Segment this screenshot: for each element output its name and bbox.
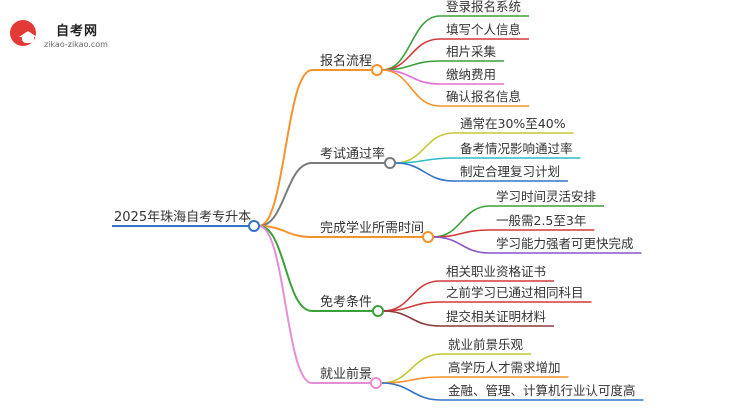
leaf-label: 缴纳费用 bbox=[446, 67, 496, 82]
leaf-label: 相关职业资格证书 bbox=[446, 264, 546, 279]
branch-toggle-node[interactable] bbox=[371, 64, 383, 76]
leaf-label: 之前学习已通过相同科目 bbox=[446, 285, 584, 300]
branch-link bbox=[258, 225, 313, 384]
branch-label: 报名流程 bbox=[320, 53, 372, 69]
branch-toggle-node[interactable] bbox=[384, 157, 396, 169]
logo-name: 自考网 bbox=[56, 24, 99, 39]
leaf-label: 相片采集 bbox=[446, 44, 497, 59]
leaf-link bbox=[432, 205, 491, 238]
leaf-link bbox=[380, 382, 443, 401]
branch-link bbox=[258, 225, 313, 312]
leaf-link bbox=[394, 157, 455, 164]
branch-toggle-node[interactable] bbox=[422, 231, 434, 243]
root-node[interactable] bbox=[248, 220, 260, 232]
leaf-label: 就业前景乐观 bbox=[448, 337, 524, 352]
site-logo: 自考网 zikao-zikao.com bbox=[6, 14, 156, 54]
leaf-label: 通常在30%至40% bbox=[460, 116, 566, 131]
branch-link bbox=[258, 69, 313, 227]
graduation-cap-icon bbox=[10, 20, 37, 46]
leaf-link bbox=[394, 162, 455, 182]
branch-label: 免考条件 bbox=[320, 294, 372, 310]
leaf-label: 填写个人信息 bbox=[446, 22, 521, 37]
leaf-link bbox=[382, 310, 441, 327]
branch-toggle-node[interactable] bbox=[372, 305, 384, 317]
leaf-link bbox=[381, 15, 441, 71]
branch-label: 就业前景 bbox=[320, 366, 372, 382]
leaf-label: 高学历人才需求增加 bbox=[448, 360, 561, 375]
leaf-label: 确认报名信息 bbox=[446, 89, 521, 104]
leaf-label: 学习时间灵活安排 bbox=[496, 189, 597, 204]
branch-link bbox=[258, 225, 313, 238]
root-label: 2025年珠海自考专升本 bbox=[114, 210, 251, 225]
leaf-link bbox=[432, 236, 491, 254]
leaf-link bbox=[432, 229, 491, 238]
branch-toggle-node[interactable] bbox=[370, 377, 382, 389]
leaf-label: 备考情况影响通过率 bbox=[460, 141, 573, 156]
leaf-link bbox=[380, 353, 443, 384]
branch-label: 考试通过率 bbox=[320, 146, 385, 162]
logo-url: zikao-zikao.com bbox=[44, 40, 108, 49]
leaf-label: 一般需2.5至3年 bbox=[496, 213, 586, 228]
leaf-label: 学习能力强者可更快完成 bbox=[496, 236, 634, 251]
leaf-label: 金融、管理、计算机行业认可度高 bbox=[448, 383, 636, 398]
leaf-label: 制定合理复习计划 bbox=[460, 164, 560, 179]
leaf-link bbox=[381, 69, 441, 107]
leaf-label: 提交相关证明材料 bbox=[446, 309, 547, 324]
leaf-label: 登录报名系统 bbox=[446, 0, 521, 14]
leaf-link bbox=[380, 376, 443, 384]
branch-link bbox=[258, 162, 313, 227]
branch-label: 完成学业所需时间 bbox=[320, 220, 424, 236]
